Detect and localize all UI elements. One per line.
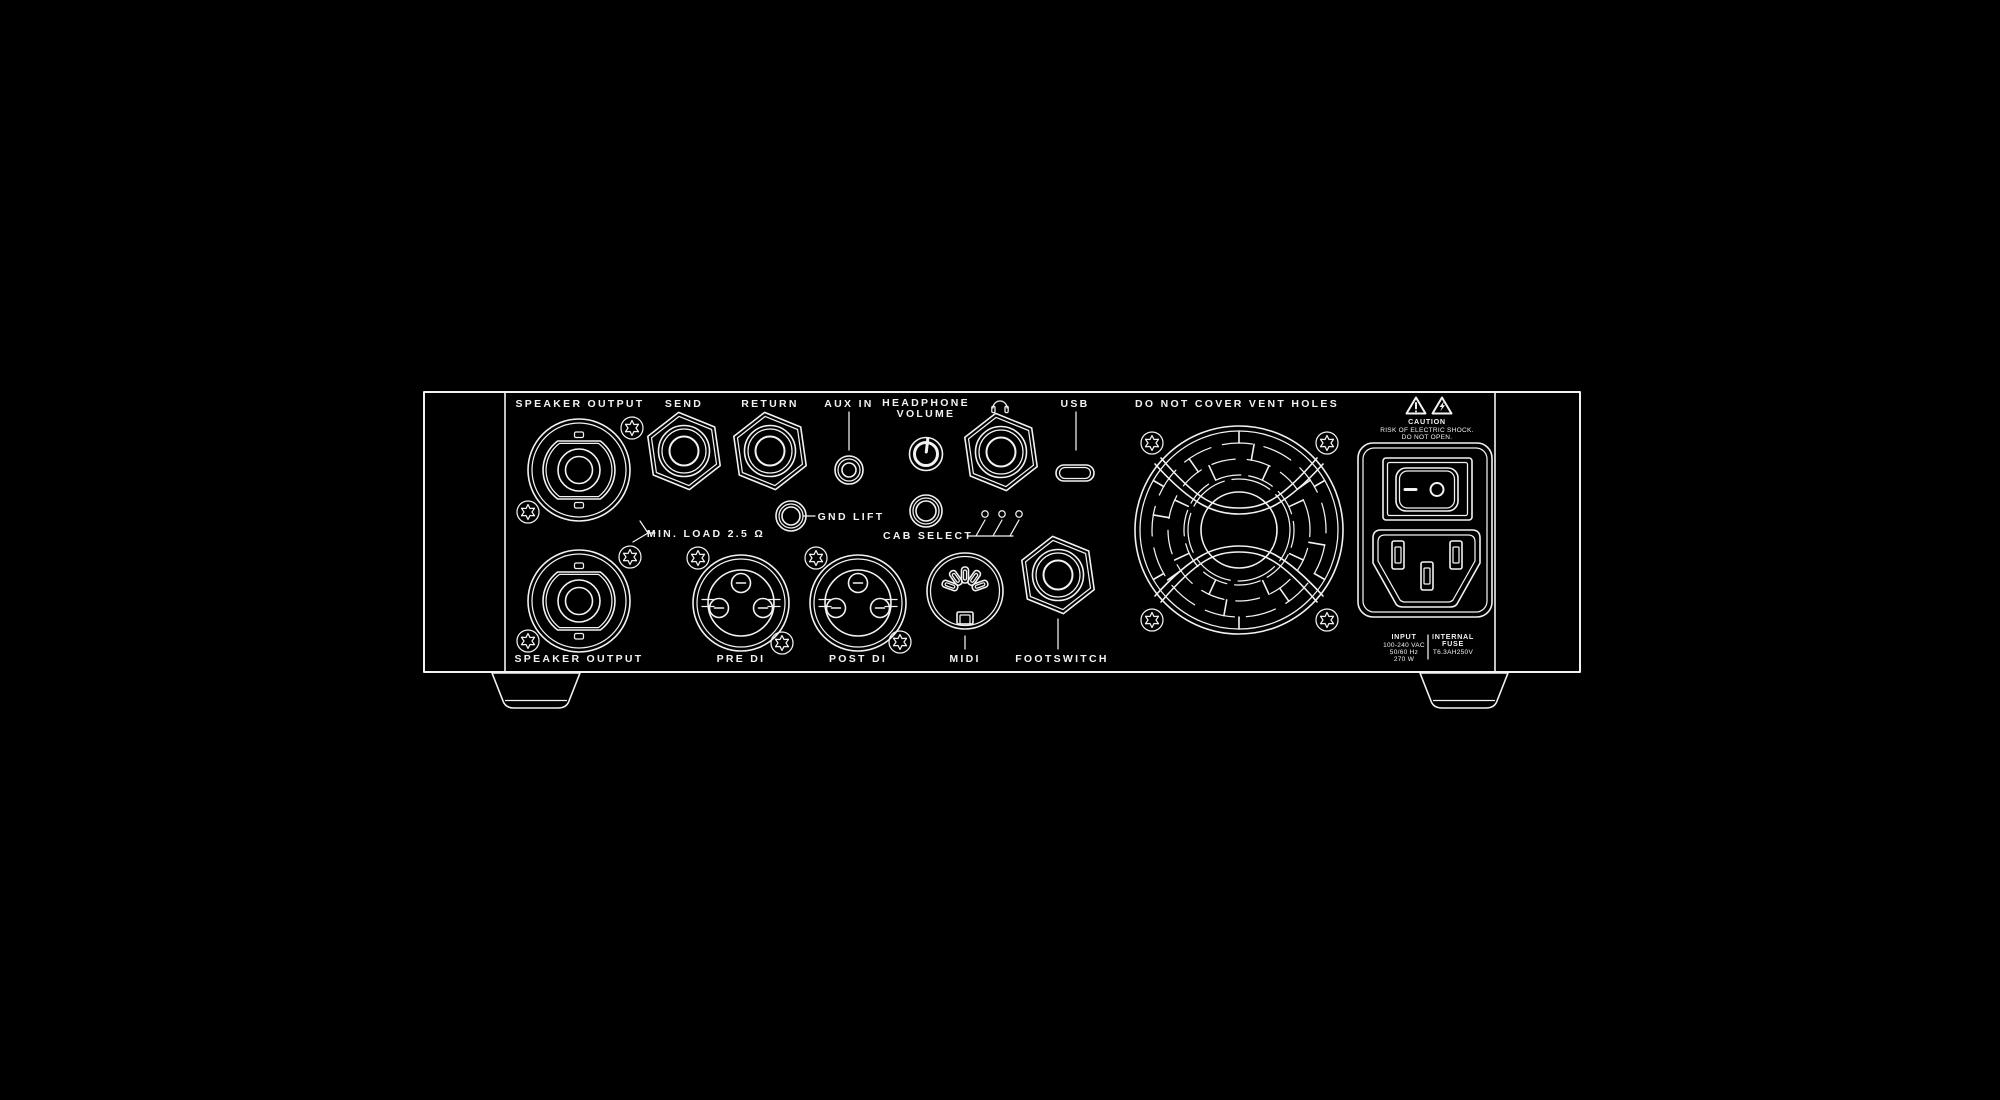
input-power: 270 W <box>1394 656 1415 663</box>
warning-triangle-shock-icon <box>1431 396 1453 415</box>
foot-left <box>491 672 581 709</box>
foot-right <box>1419 672 1509 709</box>
fuse-value: T6.3AH250V <box>1433 649 1474 656</box>
usb-label: USB <box>1060 398 1089 410</box>
cab-select-led-3 <box>1015 510 1023 518</box>
headphone-jack <box>963 412 1039 492</box>
torx-screw <box>888 630 912 654</box>
torx-screw <box>620 416 644 440</box>
footswitch-label: FOOTSWITCH <box>1015 653 1109 665</box>
speaker-output-top-label: SPEAKER OUTPUT <box>515 398 644 410</box>
fan-vent <box>1134 425 1344 635</box>
aux-in-jack <box>834 455 864 485</box>
headphone-icon <box>991 400 1009 414</box>
cab-select-led-1 <box>981 510 989 518</box>
aux-in-label: AUX IN <box>824 398 873 410</box>
iec-pin-center <box>1420 561 1434 591</box>
iec-inlet <box>1372 529 1481 608</box>
headphone-volume-label-line2: VOLUME <box>897 408 956 420</box>
caution-title: CAUTION <box>1408 417 1446 426</box>
switch-off-symbol <box>1429 482 1445 497</box>
usb-c-port <box>1055 464 1095 482</box>
speaker-output-bottom-label: SPEAKER OUTPUT <box>514 653 643 665</box>
input-voltage: 100-240 VAC <box>1383 642 1425 649</box>
torx-screw <box>618 545 642 569</box>
min-load-label: MIN. LOAD 2.5 Ω <box>647 528 765 540</box>
midi-connector <box>926 552 1004 630</box>
input-frequency: 50/60 Hz <box>1390 649 1418 656</box>
power-entry-module <box>1357 442 1493 618</box>
fan-vent-spokes <box>1152 430 1326 630</box>
torx-screw <box>516 629 540 653</box>
return-jack <box>732 411 808 491</box>
cab-select-label: CAB SELECT <box>883 530 973 542</box>
torx-screw <box>1140 431 1164 455</box>
warning-triangle-exclamation-icon <box>1405 396 1427 415</box>
fan-guard-cross-brace <box>1154 457 1324 603</box>
gnd-lift-label: GND LIFT <box>818 511 885 523</box>
headphone-volume-knob <box>908 436 944 472</box>
return-label: RETURN <box>741 398 799 410</box>
chassis <box>423 391 1581 709</box>
post-di-label: POST DI <box>829 653 887 665</box>
pre-di-xlr <box>692 554 790 652</box>
torx-screw <box>516 500 540 524</box>
caution-line2: DO NOT OPEN. <box>1402 434 1453 441</box>
torx-screw <box>770 631 794 655</box>
post-di-xlr <box>809 554 907 652</box>
speakon-connector-bottom <box>527 549 631 653</box>
cab-select-led-bracket <box>967 510 1023 537</box>
fuse-title-line1: INTERNAL <box>1432 632 1474 641</box>
torx-screw <box>1315 431 1339 455</box>
midi-label: MIDI <box>949 653 980 665</box>
caution-line1: RISK OF ELECTRIC SHOCK. <box>1380 427 1474 434</box>
min-load-bracket <box>632 520 656 543</box>
vent-warning-label: DO NOT COVER VENT HOLES <box>1135 398 1339 410</box>
speakon-connector-top <box>527 418 631 522</box>
send-jack <box>646 411 722 491</box>
fuse-title-line2: FUSE <box>1442 639 1464 648</box>
footswitch-jack <box>1020 535 1096 615</box>
cab-select-button <box>909 494 943 528</box>
gnd-lift-button <box>775 500 807 532</box>
cab-select-led-2 <box>998 510 1006 518</box>
iec-pin-right <box>1449 540 1463 570</box>
pre-di-label: PRE DI <box>717 653 766 665</box>
send-label: SEND <box>665 398 703 410</box>
power-switch <box>1382 457 1473 521</box>
torx-screw <box>1315 608 1339 632</box>
torx-screw <box>1140 608 1164 632</box>
iec-pin-left <box>1391 540 1405 570</box>
input-title: INPUT <box>1391 632 1416 641</box>
chassis-outline <box>423 391 1581 673</box>
headphone-volume-label-line1: HEADPHONE <box>882 397 970 409</box>
torx-screw <box>686 546 710 570</box>
knob-pointer <box>924 437 930 454</box>
torx-screw <box>804 546 828 570</box>
